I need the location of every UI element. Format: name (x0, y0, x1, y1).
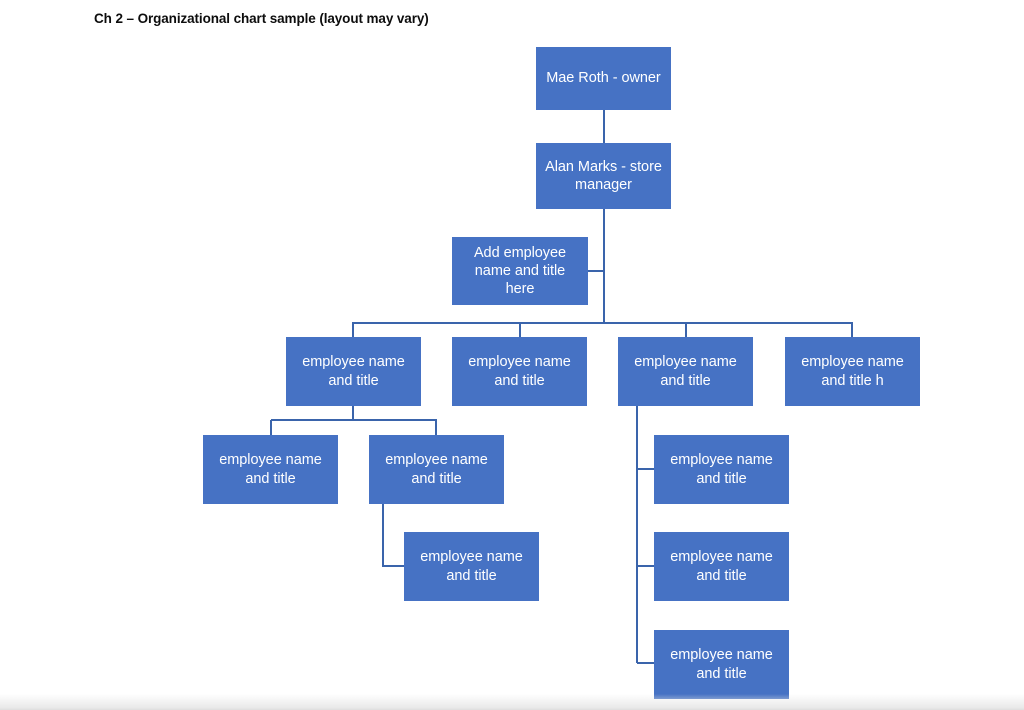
org-node-store-manager[interactable]: Alan Marks - store manager (536, 143, 671, 209)
org-node-sub-employee-1-label: employee name and title (219, 452, 322, 487)
org-node-store-manager-label: Alan Marks - store manager (545, 158, 662, 193)
org-node-employee-3[interactable]: employee name and title (618, 337, 753, 406)
org-node-employee-3-child-3-label: employee name and title (670, 647, 773, 682)
org-node-owner-label: Mae Roth - owner (546, 70, 661, 87)
org-node-owner[interactable]: Mae Roth - owner (536, 47, 671, 110)
org-node-add-employee-placeholder-label: Add employee name and title here (473, 244, 567, 298)
org-node-employee-4[interactable]: employee name and title h (785, 337, 920, 406)
org-node-sub-employee-2-label: employee name and title (385, 452, 488, 487)
page-title: Ch 2 – Organizational chart sample (layo… (94, 11, 429, 26)
org-node-employee-2-label: employee name and title (468, 354, 571, 389)
org-node-add-employee-placeholder[interactable]: Add employee name and title here (452, 237, 588, 305)
org-node-employee-3-child-2[interactable]: employee name and title (654, 532, 789, 601)
org-node-sub-employee-2-child-label: employee name and title (420, 549, 523, 584)
org-node-employee-1[interactable]: employee name and title (286, 337, 421, 406)
org-node-sub-employee-2[interactable]: employee name and title (369, 435, 504, 504)
org-node-employee-3-child-3[interactable]: employee name and title (654, 630, 789, 699)
org-node-employee-3-label: employee name and title (634, 354, 737, 389)
org-node-sub-employee-1[interactable]: employee name and title (203, 435, 338, 504)
org-node-employee-3-child-2-label: employee name and title (670, 549, 773, 584)
org-node-employee-1-label: employee name and title (302, 354, 405, 389)
org-node-employee-3-child-1-label: employee name and title (670, 452, 773, 487)
org-node-employee-4-label: employee name and title h (801, 354, 904, 389)
edge-sub-employee2-to-child (382, 504, 404, 567)
org-node-employee-3-child-1[interactable]: employee name and title (654, 435, 789, 504)
org-node-sub-employee-2-child[interactable]: employee name and title (404, 532, 539, 601)
org-node-employee-2[interactable]: employee name and title (452, 337, 587, 406)
